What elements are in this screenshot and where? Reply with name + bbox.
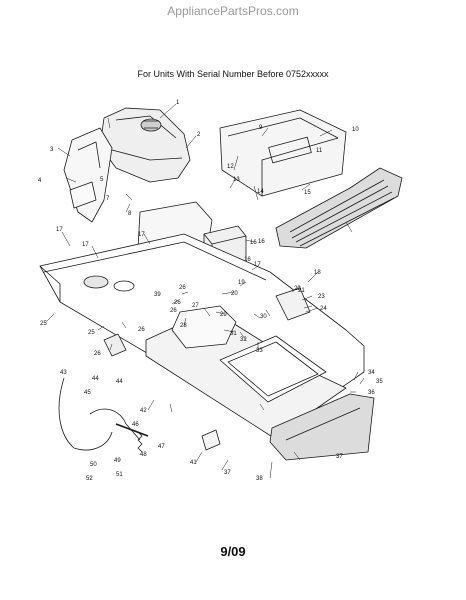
callout-25: 17	[82, 242, 89, 248]
footrest-plate	[269, 393, 375, 461]
seat-support	[171, 305, 237, 349]
callout-26: 11	[316, 148, 323, 154]
callout-20: 26	[179, 285, 186, 291]
callout-1: 21	[298, 288, 305, 294]
callout-21: 26	[174, 300, 181, 306]
callout-30: 41	[190, 460, 197, 466]
callout-45: 50	[90, 462, 97, 468]
page-number: 9/09	[220, 544, 246, 559]
callout-35: 43	[60, 370, 67, 376]
callout-44: 17	[254, 262, 261, 268]
callout-16: 33	[256, 348, 263, 354]
callout-3: 24	[320, 306, 327, 312]
callout-42: 48	[140, 452, 147, 458]
callout-16: 15	[304, 190, 311, 196]
callout-15: 36	[368, 390, 375, 396]
bracket	[69, 181, 97, 209]
callout-43: 29	[220, 312, 227, 318]
callout-27: 13	[233, 177, 240, 183]
callout-12: 37	[224, 470, 231, 476]
callout-17: 31	[230, 331, 237, 337]
callout-37: 39	[154, 292, 161, 298]
callout-41: 18	[314, 270, 321, 276]
callout-37: 38	[256, 476, 263, 482]
spring	[137, 431, 143, 453]
callout-2: 34	[368, 370, 375, 376]
callout-17: 19	[238, 280, 245, 286]
callout-50: 16	[258, 239, 265, 245]
callout-17: 42	[140, 408, 147, 414]
callout-24: 17	[138, 232, 145, 238]
callout-44: 26	[138, 327, 145, 333]
callout-5: 1	[176, 100, 180, 106]
part-callouts: 1 2 3 4 5 7 8 9 10 11 12 13 14 15 16 16 …	[38, 100, 383, 482]
callout-39: 26	[170, 308, 177, 314]
callout-32: 49	[114, 458, 121, 464]
callout-26: 4	[38, 178, 42, 184]
callout-49: 44	[92, 376, 99, 382]
callout-26: 30	[260, 314, 267, 320]
callout-29: 12	[227, 164, 234, 170]
callout-26: 25	[88, 330, 95, 336]
callout-26: 9	[259, 125, 263, 131]
callout-8: 10	[352, 127, 359, 133]
callout-10: 16	[244, 257, 251, 263]
callout-52: 5	[100, 177, 104, 183]
diagram-heading: For Units With Serial Number Before 0752…	[137, 69, 329, 79]
callout-25: 26	[94, 351, 101, 357]
callout-7: 37	[336, 454, 343, 460]
callout-31: 20	[231, 291, 238, 297]
mount-bracket	[201, 429, 221, 451]
callout-18: 44	[116, 379, 123, 385]
callout-36: 25	[40, 321, 47, 327]
callout-23: 17	[56, 227, 63, 233]
callout-9: 2	[197, 132, 201, 138]
callout-46: 52	[86, 476, 93, 482]
callout-16: 22	[294, 286, 301, 292]
fuel-tank	[99, 107, 191, 183]
callout-4: 7	[106, 196, 110, 202]
watermark: AppliancePartsPros.com	[167, 4, 299, 18]
callout-51: 3	[50, 147, 54, 153]
callout-3: 14	[257, 189, 264, 195]
shift-plate	[275, 287, 311, 321]
callout-48: 47	[158, 444, 165, 450]
access-cover	[103, 333, 127, 357]
callout-33: 45	[84, 390, 91, 396]
dash-panel	[219, 109, 347, 197]
callout-17: 16	[250, 240, 257, 246]
callout-38: 27	[192, 303, 199, 309]
callout-47: 51	[116, 472, 123, 478]
callout-14: 23	[318, 294, 325, 300]
pedal-linkage	[58, 377, 149, 451]
callout-11: 35	[376, 379, 383, 385]
callout-13: 8	[128, 211, 132, 217]
grille-hood	[275, 167, 403, 249]
leader-lines	[45, 103, 365, 479]
callout-28: 28	[180, 323, 187, 329]
callout-22: 46	[132, 422, 139, 428]
callout-34: 32	[240, 337, 247, 343]
side-shield-left	[63, 127, 113, 223]
